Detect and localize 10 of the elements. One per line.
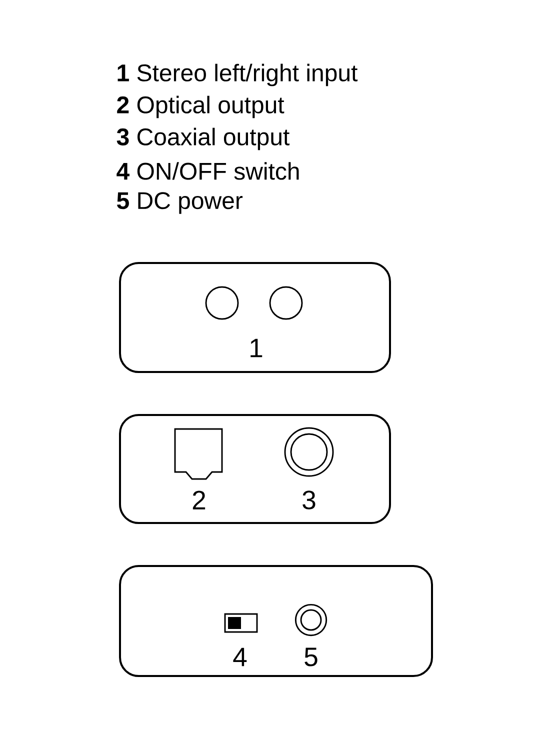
port-number: 2: [192, 490, 206, 510]
legend-line: 1 Stereo left/right input: [118, 64, 358, 86]
port-number: 1: [250, 338, 262, 358]
port-number: 3: [302, 490, 316, 510]
legend-line: 2 Optical output: [117, 96, 284, 118]
port-number: 5: [304, 648, 318, 666]
legend-line: 3 Coaxial output: [116, 128, 290, 150]
legend-line: 4 ON/OFF switch: [116, 162, 299, 180]
port-number: 4: [233, 648, 247, 666]
legend-line: 5 DC power: [117, 192, 243, 214]
